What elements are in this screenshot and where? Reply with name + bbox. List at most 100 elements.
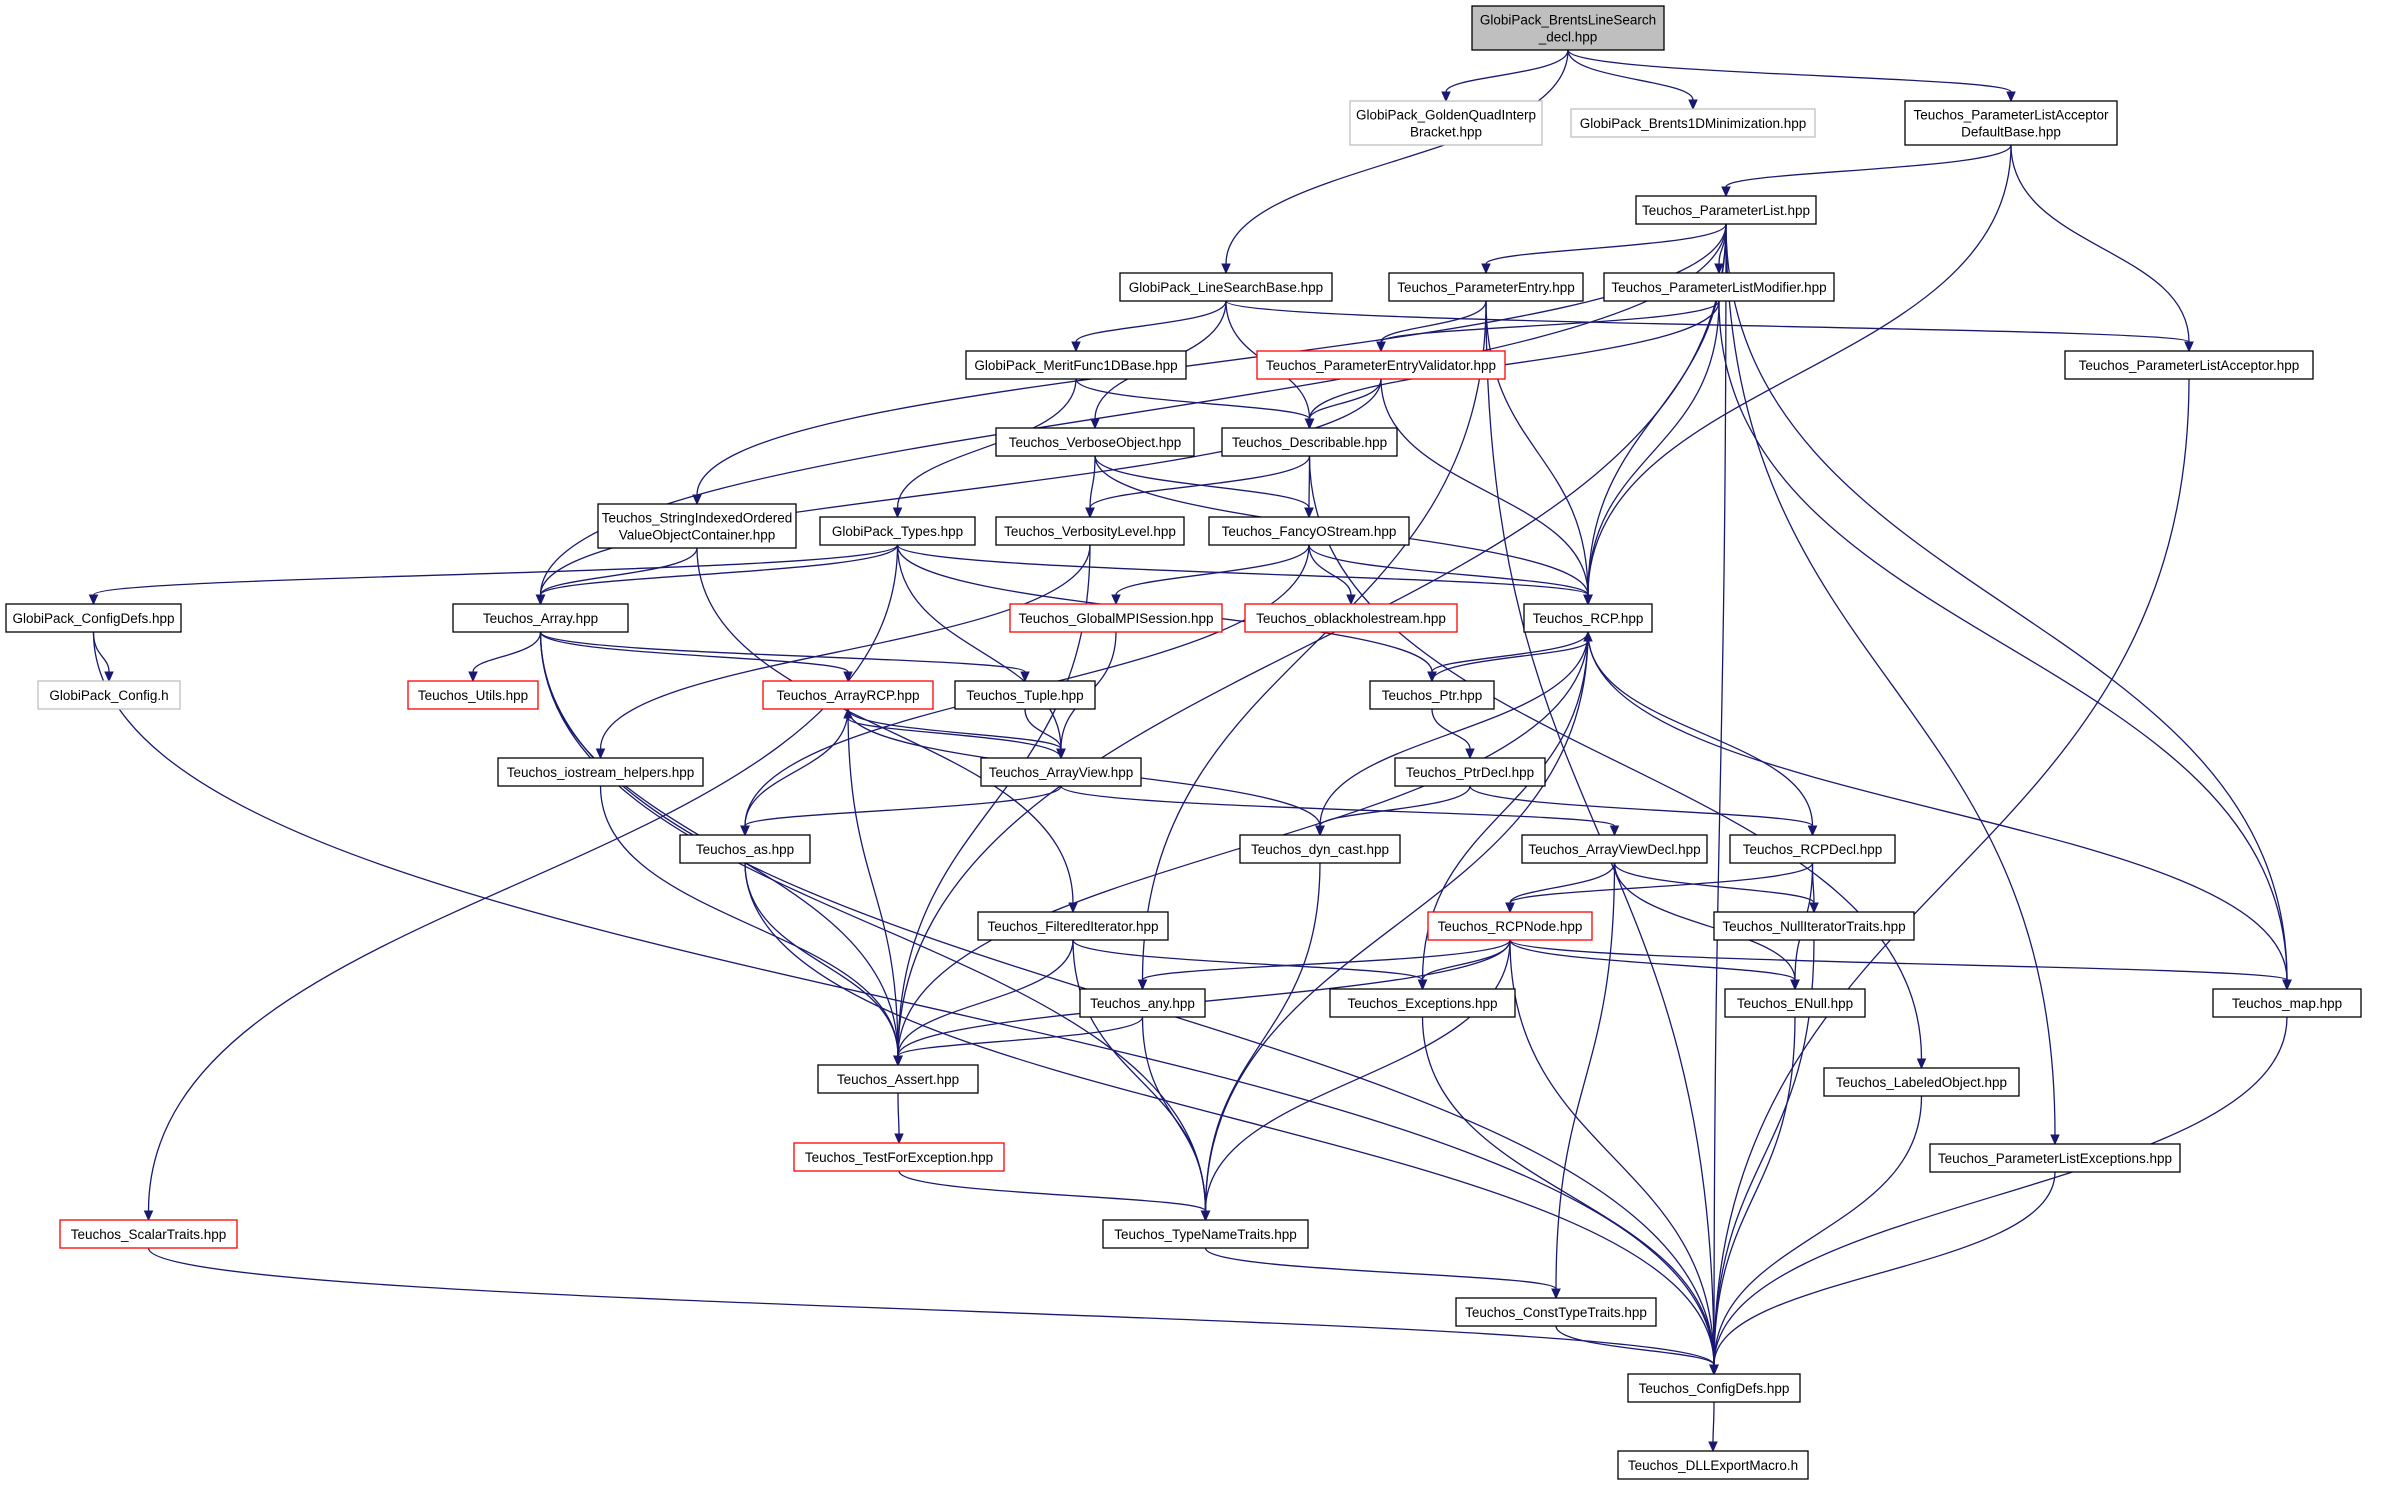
edge-arrowhead [1721, 186, 1731, 198]
node-exc[interactable]: Teuchos_Exceptions.hpp [1329, 988, 1516, 1018]
edge-gtypes-to-av [896, 544, 1066, 760]
node-rcp[interactable]: Teuchos_RCP.hpp [1523, 603, 1653, 633]
node-b1dm[interactable]: GlobiPack_Brents1DMinimization.hpp [1570, 108, 1816, 138]
edge-line [1380, 378, 1589, 596]
node-fos[interactable]: Teuchos_FancyOStream.hpp [1208, 516, 1410, 546]
edge-line [92, 631, 110, 673]
node-label: Teuchos_iostream_helpers.hpp [507, 765, 695, 780]
node-rcpd[interactable]: Teuchos_RCPDecl.hpp [1729, 834, 1896, 864]
edge-arcp-to-assert [847, 708, 903, 1067]
node-assert[interactable]: Teuchos_Assert.hpp [817, 1064, 979, 1094]
node-label: GlobiPack_ConfigDefs.hpp [12, 611, 174, 626]
node-st[interactable]: Teuchos_ScalarTraits.hpp [59, 1219, 238, 1249]
node-tfe[interactable]: Teuchos_TestForException.hpp [793, 1142, 1005, 1172]
node-label: Teuchos_TestForException.hpp [805, 1150, 993, 1165]
node-pev[interactable]: Teuchos_ParameterEntryValidator.hpp [1256, 350, 1506, 380]
node-ple[interactable]: Teuchos_ParameterListExceptions.hpp [1929, 1143, 2181, 1173]
node-arcp[interactable]: Teuchos_ArrayRCP.hpp [762, 680, 934, 710]
node-dyn[interactable]: Teuchos_dyn_cast.hpp [1239, 834, 1401, 864]
node-box [1239, 834, 1401, 864]
node-box [1471, 5, 1665, 51]
node-label: Teuchos_ConstTypeTraits.hpp [1465, 1305, 1647, 1320]
node-pe[interactable]: Teuchos_ParameterEntry.hpp [1388, 272, 1584, 302]
node-tuple[interactable]: Teuchos_Tuple.hpp [954, 680, 1096, 710]
node-mf1d[interactable]: GlobiPack_MeritFunc1DBase.hpp [965, 350, 1187, 380]
node-lsb[interactable]: GlobiPack_LineSearchBase.hpp [1119, 272, 1333, 302]
node-ptrd[interactable]: Teuchos_PtrDecl.hpp [1394, 757, 1546, 787]
edge-enull-to-tcd [1709, 1016, 1796, 1376]
node-enull[interactable]: Teuchos_ENull.hpp [1724, 988, 1866, 1018]
node-label: Teuchos_VerbosityLevel.hpp [1004, 524, 1176, 539]
edge-fos-to-gmpi [1111, 544, 1310, 606]
edge-rcpn-to-map [1509, 939, 2292, 991]
node-utils[interactable]: Teuchos_Utils.hpp [407, 680, 539, 710]
node-label: Teuchos_RCPDecl.hpp [1743, 842, 1883, 857]
edge-ctt-to-tcd [1555, 1325, 1719, 1376]
node-box [819, 516, 976, 546]
node-gcd[interactable]: GlobiPack_ConfigDefs.hpp [5, 603, 182, 633]
node-gcfg[interactable]: GlobiPack_Config.h [37, 680, 181, 710]
node-tnt[interactable]: Teuchos_TypeNameTraits.hpp [1102, 1219, 1309, 1249]
edge-arrowhead [1417, 979, 1428, 991]
edge-line [1725, 223, 2288, 981]
node-vl[interactable]: Teuchos_VerbosityLevel.hpp [995, 516, 1185, 546]
edge-arrowhead [1790, 979, 1800, 991]
node-lo[interactable]: Teuchos_LabeledObject.hpp [1823, 1067, 2020, 1097]
edge-arrowhead [143, 1210, 154, 1222]
edge-line [1308, 300, 1720, 420]
node-any[interactable]: Teuchos_any.hpp [1079, 988, 1206, 1018]
edge-root-to-lsb [1221, 49, 1569, 275]
node-ioh[interactable]: Teuchos_iostream_helpers.hpp [497, 757, 704, 787]
node-label: Teuchos_Tuple.hpp [966, 688, 1083, 703]
node-rcpn[interactable]: Teuchos_RCPNode.hpp [1427, 911, 1593, 941]
edge-line [897, 939, 1074, 1057]
node-label: Teuchos_StringIndexedOrdered [602, 511, 793, 526]
node-label: Teuchos_ScalarTraits.hpp [71, 1227, 227, 1242]
edge-line [1024, 708, 1062, 750]
edge-line [1141, 939, 1511, 981]
node-tcd[interactable]: Teuchos_ConfigDefs.hpp [1627, 1373, 1801, 1403]
edge-pl-to-sio [692, 223, 1727, 506]
node-obh[interactable]: Teuchos_oblackholestream.hpp [1244, 603, 1458, 633]
node-ctt[interactable]: Teuchos_ConstTypeTraits.hpp [1455, 1297, 1657, 1327]
node-gmpi[interactable]: Teuchos_GlobalMPISession.hpp [1009, 603, 1223, 633]
node-gtypes[interactable]: GlobiPack_Types.hpp [819, 516, 976, 546]
node-label: Teuchos_ParameterEntryValidator.hpp [1266, 358, 1496, 373]
edge-line [1089, 455, 1096, 509]
node-sio[interactable]: Teuchos_StringIndexedOrderedValueObjectC… [597, 503, 797, 549]
node-fi[interactable]: Teuchos_FilteredIterator.hpp [977, 911, 1169, 941]
node-dll[interactable]: Teuchos_DLLExportMacro.h [1617, 1450, 1809, 1480]
edge-av-to-as [740, 785, 1062, 837]
node-plad[interactable]: Teuchos_ParameterListAcceptorDefaultBase… [1904, 100, 2118, 146]
edge-line [1094, 455, 1310, 509]
node-av[interactable]: Teuchos_ArrayView.hpp [980, 757, 1142, 787]
node-desc[interactable]: Teuchos_Describable.hpp [1221, 427, 1398, 457]
node-pla[interactable]: Teuchos_ParameterListAcceptor.hpp [2064, 350, 2314, 380]
edge-avd-to-rcpn [1505, 862, 1616, 914]
node-avd[interactable]: Teuchos_ArrayViewDecl.hpp [1521, 834, 1708, 864]
edge-line [847, 708, 1062, 750]
node-map[interactable]: Teuchos_map.hpp [2212, 988, 2362, 1018]
edge-arrowhead [1315, 825, 1325, 837]
edge-line [1308, 544, 1352, 596]
edge-fos-to-obh [1308, 544, 1356, 606]
node-root[interactable]: GlobiPack_BrentsLineSearch_decl.hpp [1471, 5, 1665, 51]
edge-assert-to-tfe [894, 1092, 904, 1145]
node-ptr[interactable]: Teuchos_Ptr.hpp [1369, 680, 1495, 710]
edge-line [539, 631, 849, 673]
edge-arrowhead [1551, 1288, 1561, 1300]
node-box [1627, 1373, 1801, 1403]
node-nit[interactable]: Teuchos_NullIteratorTraits.hpp [1713, 911, 1915, 941]
node-vo[interactable]: Teuchos_VerboseObject.hpp [995, 427, 1195, 457]
node-box [5, 603, 182, 633]
node-box [1208, 516, 1410, 546]
node-as[interactable]: Teuchos_as.hpp [679, 834, 811, 864]
node-pl[interactable]: Teuchos_ParameterList.hpp [1635, 195, 1817, 225]
node-box [1349, 100, 1543, 146]
edge-line [539, 631, 1026, 673]
node-plm[interactable]: Teuchos_ParameterListModifier.hpp [1603, 272, 1835, 302]
node-box [37, 680, 181, 710]
node-arr[interactable]: Teuchos_Array.hpp [452, 603, 629, 633]
edge-line [147, 544, 899, 1212]
